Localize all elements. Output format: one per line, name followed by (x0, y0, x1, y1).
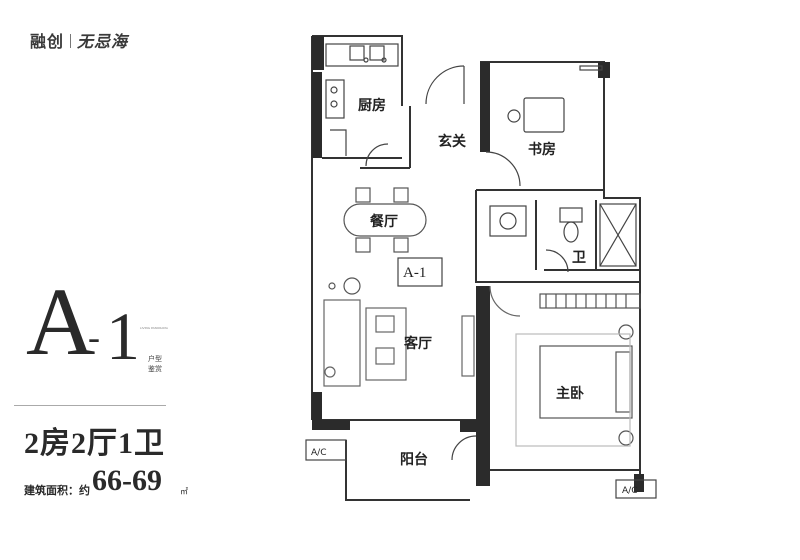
layout-description: 2房2厅1卫 (24, 427, 165, 460)
partitions (322, 60, 640, 271)
room-label-living: 客厅 (403, 335, 432, 352)
balcony-ac (305, 435, 657, 499)
room-label-master: 主卧 (556, 385, 584, 402)
ac-label-left: A/C (311, 448, 326, 458)
brand-separator (70, 34, 72, 48)
room-label-foyer: 玄关 (438, 133, 466, 150)
brand-logo: 融创无忌海 (30, 28, 128, 52)
unit-letter: A (26, 268, 95, 375)
unit-tag: A-1 (403, 265, 426, 281)
unit-tag-box (397, 257, 443, 287)
living-furniture (323, 285, 521, 387)
bedroom-furniture (515, 293, 641, 447)
room-label-study: 书房 (528, 141, 556, 158)
area-label: 建筑面积：约 (24, 484, 90, 497)
thick-walls (312, 36, 644, 492)
study-fixtures (485, 65, 603, 187)
dining-set (328, 187, 427, 295)
kitchen-fixtures (325, 43, 465, 167)
brand-project: 无忌海 (77, 32, 129, 51)
room-label-balcony: 阳台 (400, 451, 428, 468)
bathroom-fixtures (489, 203, 637, 273)
divider (14, 405, 166, 406)
room-label-dining: 餐厅 (369, 213, 398, 230)
brand-name: 融创 (30, 32, 65, 51)
unit-number: 1 (106, 298, 140, 374)
unit-tiny-text: LIVING PANORAMA (140, 326, 168, 330)
ac-label-right: A/C (622, 486, 637, 496)
unit-dash: - (88, 317, 100, 357)
area-unit: ㎡ (180, 487, 188, 496)
room-label-kitchen: 厨房 (358, 97, 386, 114)
area-value: 66-69 (92, 464, 162, 497)
unit-caption: 户型鉴赏 (148, 355, 162, 373)
room-label-bath: 卫 (572, 250, 586, 266)
